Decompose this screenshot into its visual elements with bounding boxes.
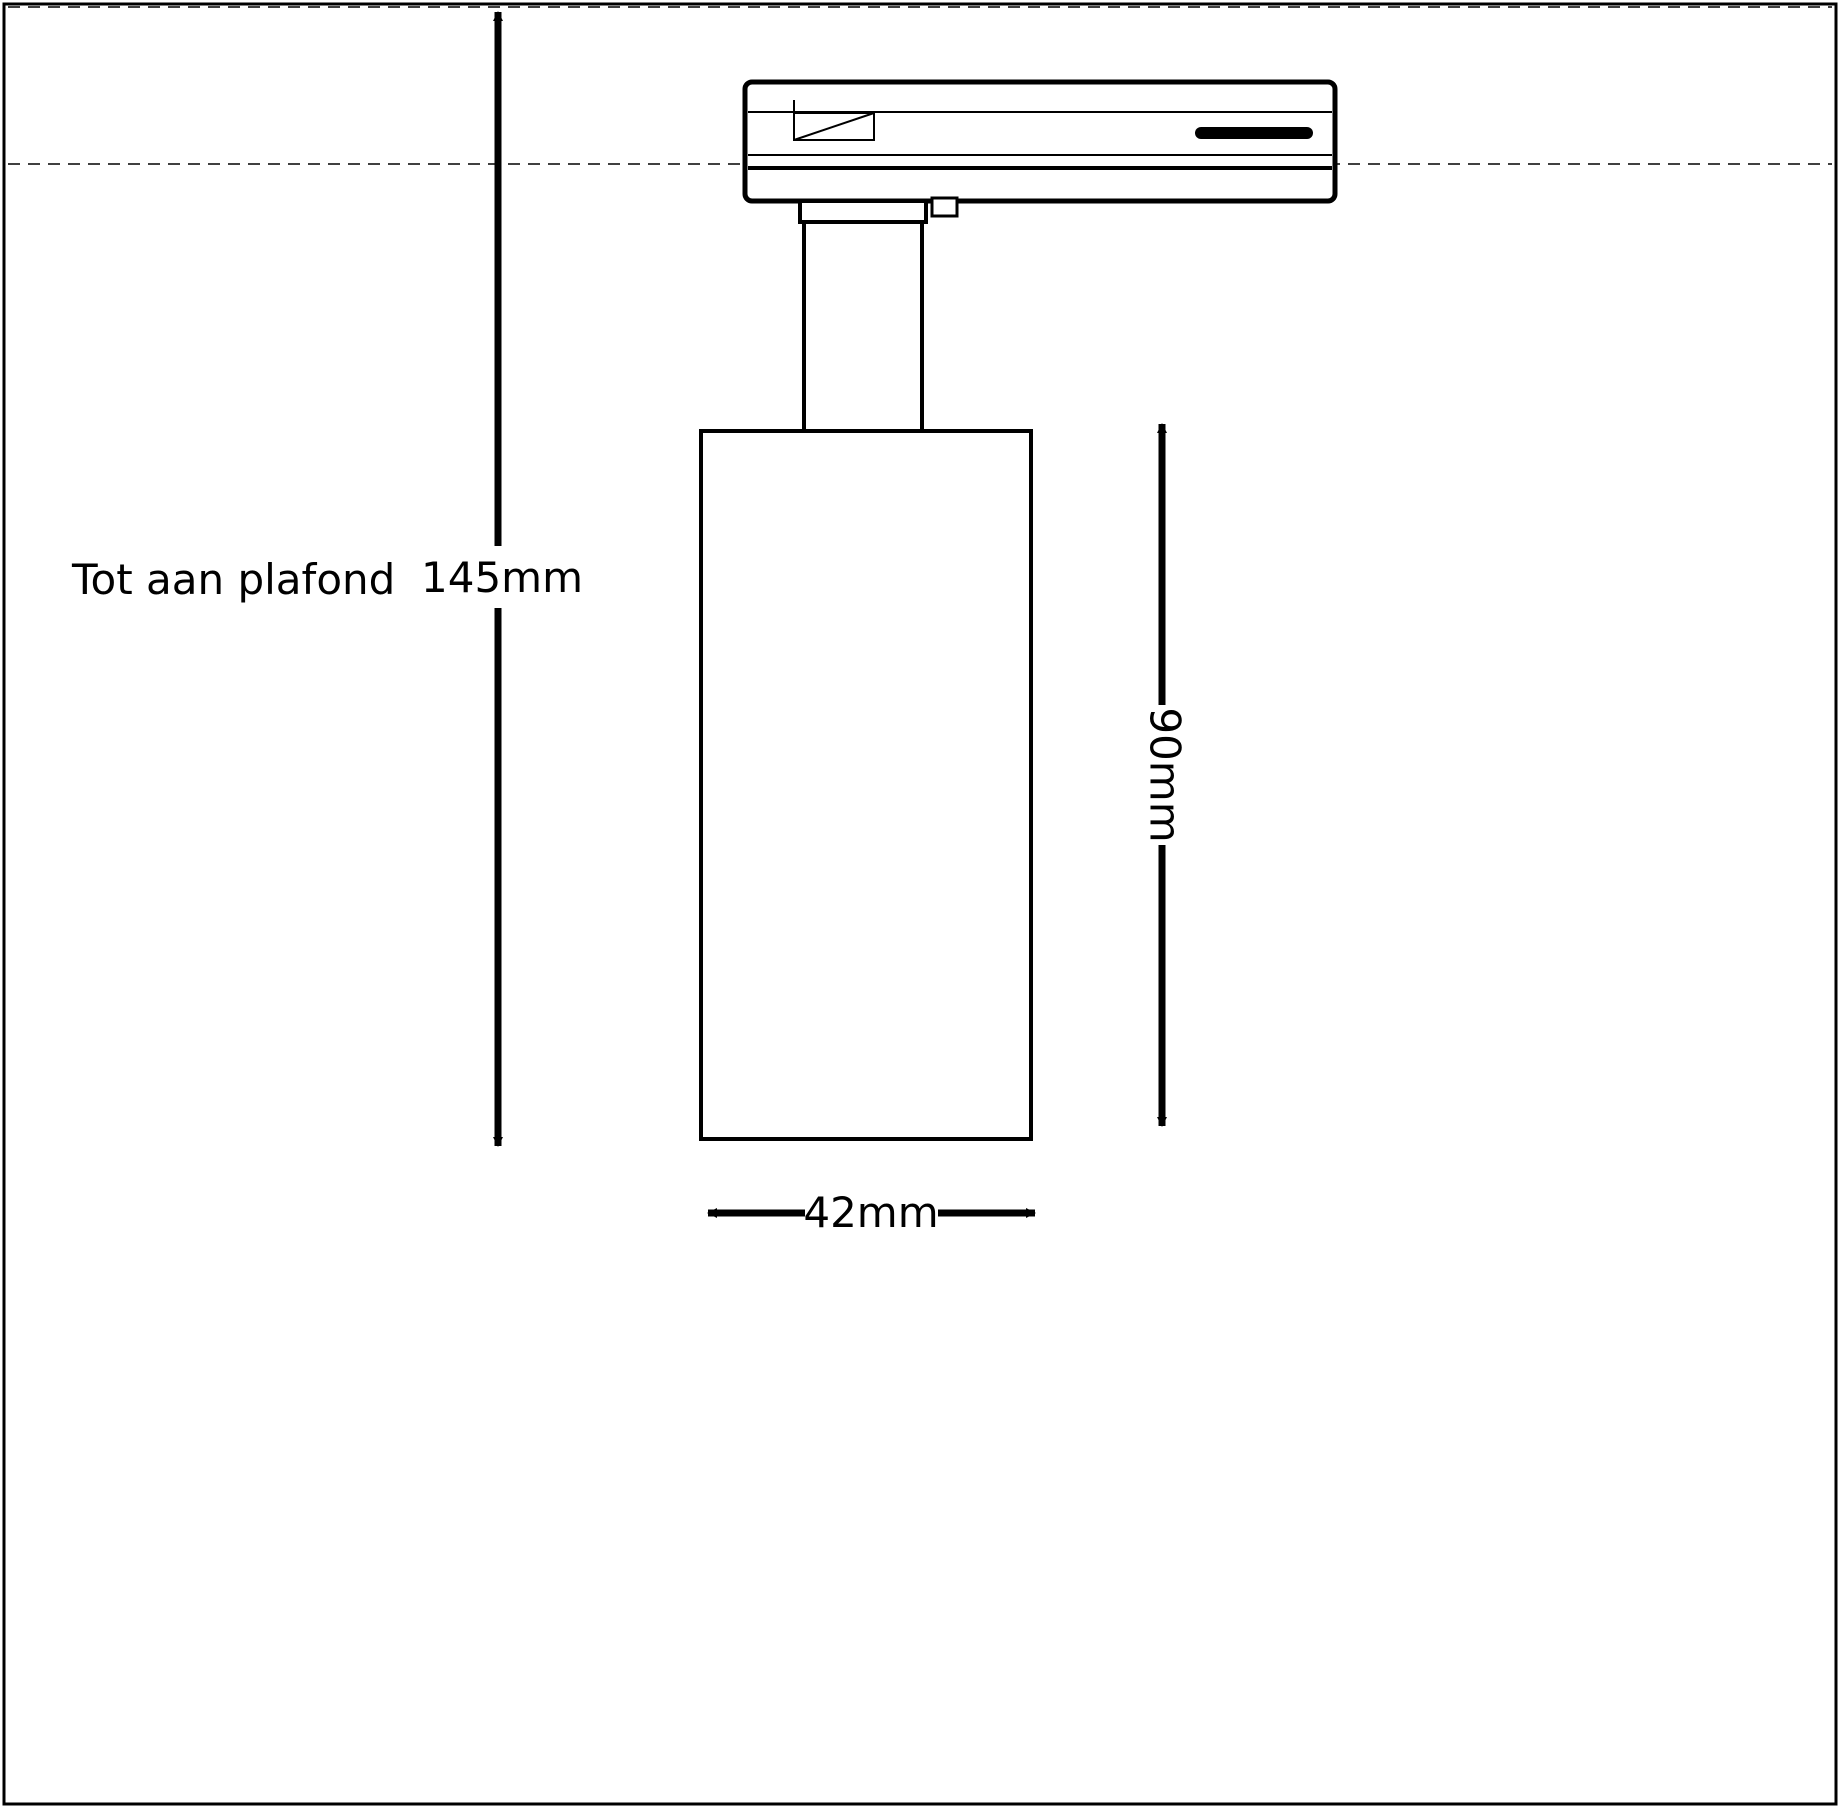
track-adapter-body <box>742 79 1338 204</box>
spot-stem <box>802 220 924 433</box>
spot-head <box>699 429 1033 1141</box>
total-height-label: 145mm <box>421 553 583 602</box>
ceiling-label: Tot aan plafond <box>71 555 395 604</box>
adapter-collar <box>798 199 928 224</box>
track-adapter-switch-diagonal <box>793 112 875 141</box>
track-adapter <box>742 79 1338 224</box>
adapter-locking-tab <box>930 196 959 218</box>
head-width-label: 42mm <box>803 1188 938 1237</box>
head-height-label: 90mm <box>1141 707 1190 842</box>
